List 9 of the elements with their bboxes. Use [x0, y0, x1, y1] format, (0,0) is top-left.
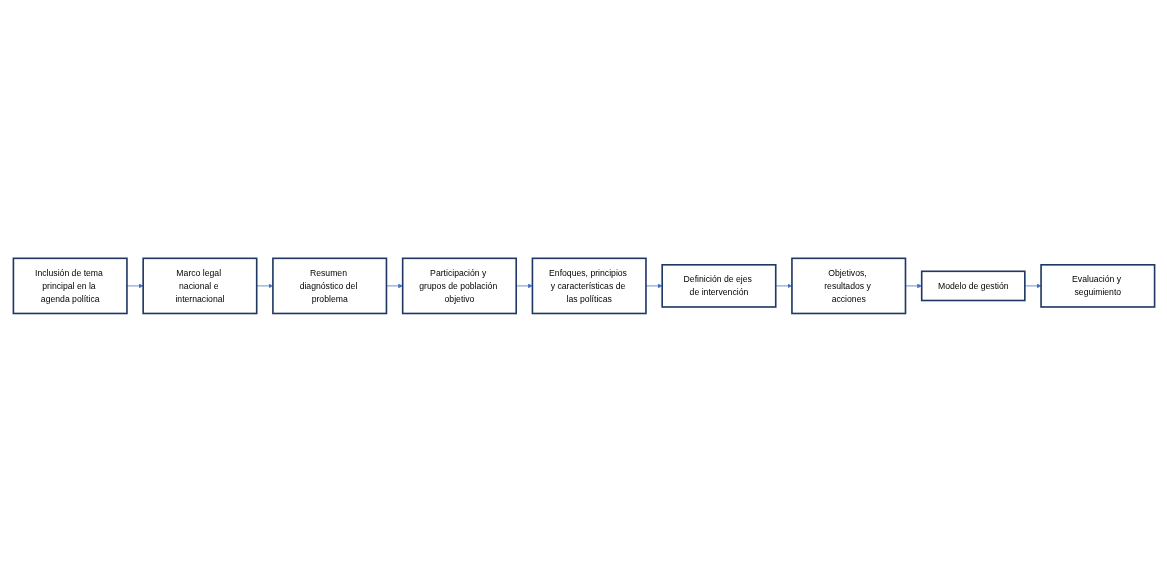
node-box: Enfoques, principios y características de las políticas — [531, 257, 647, 314]
node-box: Evaluación y seguimiento — [1039, 263, 1155, 308]
node-box: Participación y grupos de población objetivo — [401, 257, 517, 314]
node-box: Objetivos, resultados y acciones — [790, 257, 906, 314]
node-box: Inclusión de tema principal en la agenda política — [12, 257, 128, 314]
node-box: Modelo de gestión — [920, 270, 1026, 301]
node-box: Marco legal nacional e internacional — [141, 257, 257, 314]
node-box: Resumen diagnóstico del problema — [271, 257, 387, 314]
node-box: Definición de ejes de intervención — [660, 263, 777, 308]
